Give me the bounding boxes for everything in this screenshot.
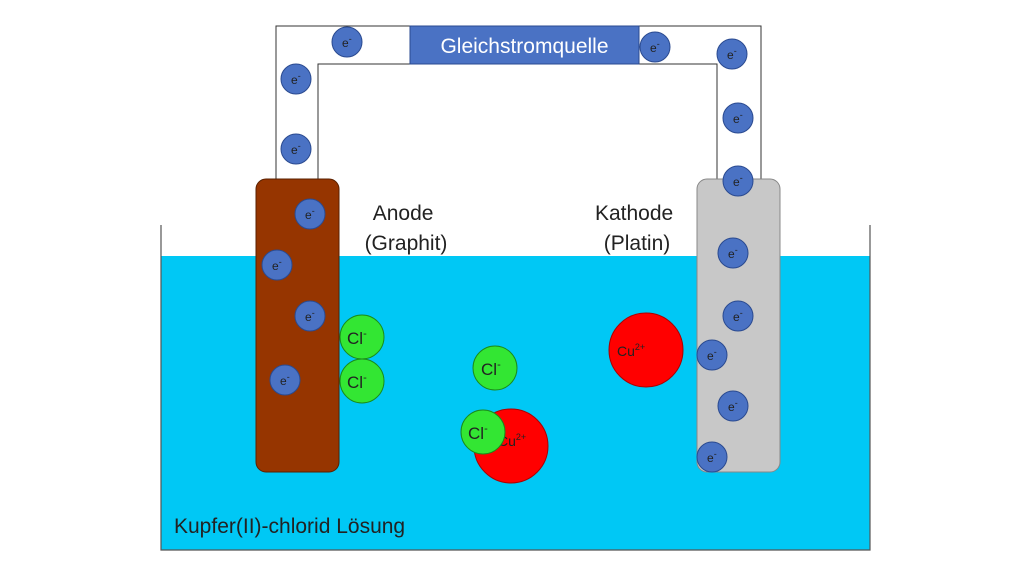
- svg-text:e-: e-: [291, 71, 301, 87]
- svg-text:e-: e-: [305, 308, 315, 324]
- svg-text:e-: e-: [727, 46, 737, 62]
- svg-text:Cl-: Cl-: [468, 423, 488, 443]
- svg-text:e-: e-: [291, 141, 301, 157]
- electron: e-: [294, 300, 326, 332]
- solution-label: Kupfer(II)-chlorid Lösung: [174, 515, 405, 538]
- electron: e-: [261, 249, 293, 281]
- cathode-name: Kathode: [595, 202, 673, 225]
- svg-text:e-: e-: [733, 308, 743, 324]
- svg-text:e-: e-: [707, 449, 717, 465]
- copper-ion: Cu2+: [608, 312, 684, 388]
- wire-inner: [317, 63, 718, 188]
- electron: e-: [696, 441, 728, 473]
- svg-text:Cl-: Cl-: [481, 359, 501, 379]
- electron: e-: [639, 31, 671, 63]
- anode-label: Anode (Graphit): [365, 202, 448, 255]
- svg-text:e-: e-: [305, 206, 315, 222]
- svg-text:e-: e-: [272, 257, 282, 273]
- svg-text:e-: e-: [280, 372, 290, 388]
- electron: e-: [294, 198, 326, 230]
- svg-text:e-: e-: [733, 110, 743, 126]
- power-source-label: Gleichstromquelle: [440, 35, 608, 58]
- electron: e-: [717, 237, 749, 269]
- chloride-ion: Cl-: [460, 409, 506, 455]
- electron: e-: [722, 165, 754, 197]
- electron: e-: [269, 364, 301, 396]
- electron: e-: [280, 63, 312, 95]
- svg-text:e-: e-: [342, 34, 352, 50]
- chloride-ion: Cl-: [339, 314, 385, 360]
- svg-text:e-: e-: [728, 245, 738, 261]
- electron: e-: [696, 339, 728, 371]
- svg-text:e-: e-: [650, 39, 660, 55]
- anode-material: (Graphit): [365, 232, 448, 255]
- svg-text:Cl-: Cl-: [347, 328, 367, 348]
- svg-text:e-: e-: [733, 173, 743, 189]
- svg-text:e-: e-: [707, 347, 717, 363]
- electron: e-: [280, 133, 312, 165]
- svg-text:Cu2+: Cu2+: [617, 342, 645, 359]
- anode-name: Anode: [373, 202, 434, 225]
- svg-text:Cl-: Cl-: [347, 372, 367, 392]
- electron: e-: [722, 102, 754, 134]
- chloride-ion: Cl-: [339, 358, 385, 404]
- electron: e-: [331, 26, 363, 58]
- electron: e-: [717, 390, 749, 422]
- electron: e-: [716, 38, 748, 70]
- power-source-box: [409, 25, 640, 65]
- beaker: [160, 225, 871, 551]
- cathode-material: (Platin): [604, 232, 671, 255]
- svg-text:e-: e-: [728, 398, 738, 414]
- chloride-ion: Cl-: [472, 345, 518, 391]
- electron: e-: [722, 300, 754, 332]
- cathode-label: Kathode (Platin): [595, 202, 679, 255]
